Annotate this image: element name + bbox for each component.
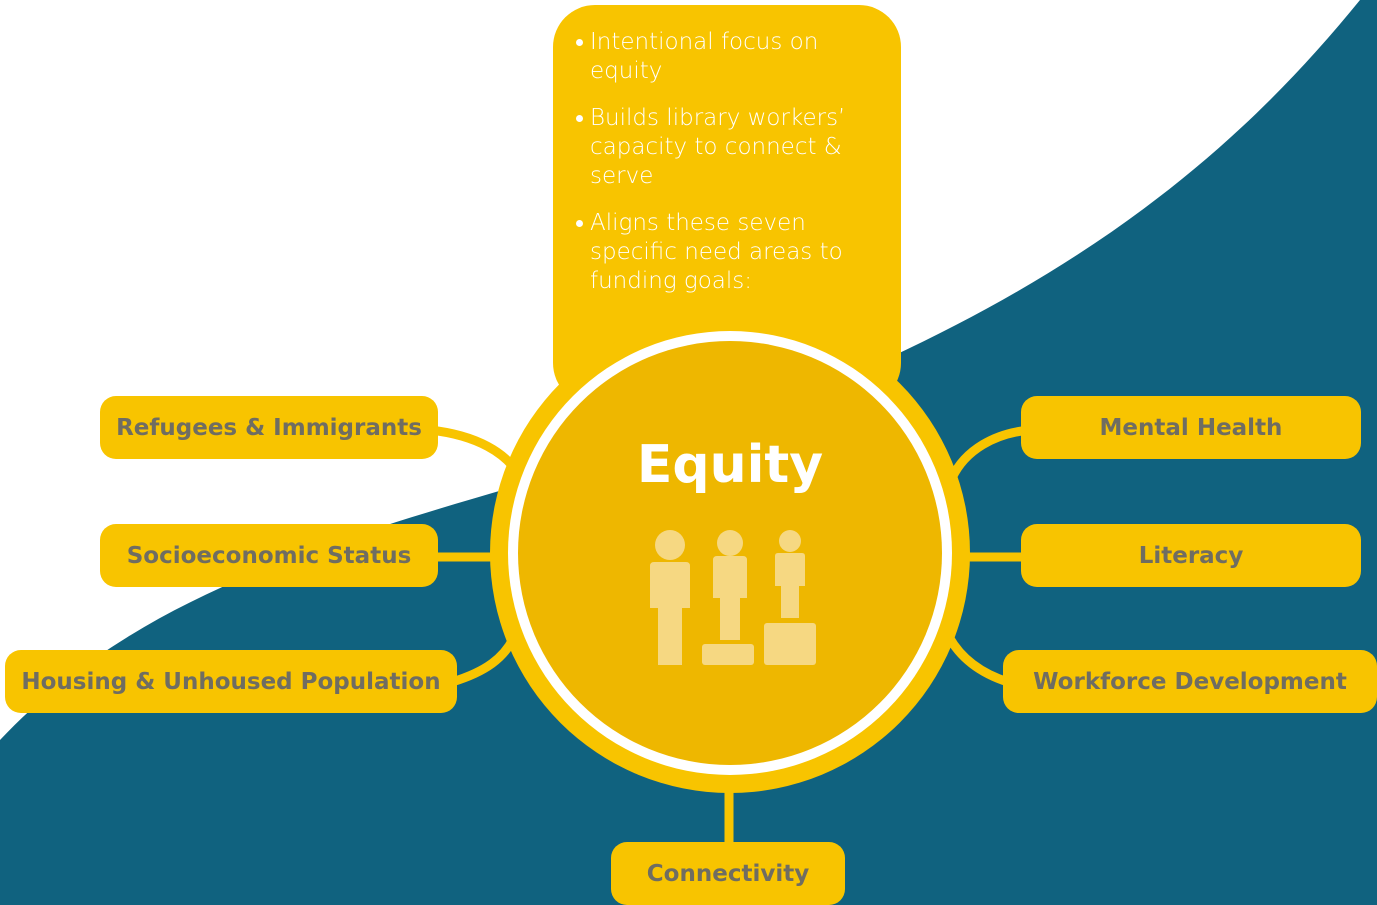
connector-workforce <box>943 630 1013 687</box>
bullet-text: Builds library workers’ capacity to conn… <box>590 105 846 189</box>
need-area-literacy: Literacy <box>1021 524 1361 587</box>
need-area-workforce: Workforce Development <box>1003 650 1377 713</box>
bullet-item: Builds library workers’ capacity to conn… <box>575 104 870 191</box>
bullet-dot-icon <box>576 39 583 46</box>
need-area-housing: Housing & Unhoused Population <box>5 650 457 713</box>
connector-mental-health <box>947 425 1035 483</box>
connector-housing <box>447 630 520 687</box>
need-area-socioeconomic: Socioeconomic Status <box>100 524 438 587</box>
bullet-text: Aligns these seven specific need areas t… <box>590 210 843 294</box>
bullet-text: Intentional focus on equity <box>590 29 819 84</box>
equity-people-on-pedestals-icon <box>650 530 816 665</box>
need-area-refugees: Refugees & Immigrants <box>100 396 438 459</box>
bullet-dot-icon <box>576 220 583 227</box>
description-bullets: Intentional focus on equity Builds libra… <box>575 28 875 314</box>
bullet-dot-icon <box>576 115 583 122</box>
bullet-item: Aligns these seven specific need areas t… <box>575 209 850 296</box>
need-area-connectivity: Connectivity <box>611 842 845 905</box>
bullet-item: Intentional focus on equity <box>575 28 820 86</box>
need-area-mental-health: Mental Health <box>1021 396 1361 459</box>
hub-title: Equity <box>636 435 824 495</box>
